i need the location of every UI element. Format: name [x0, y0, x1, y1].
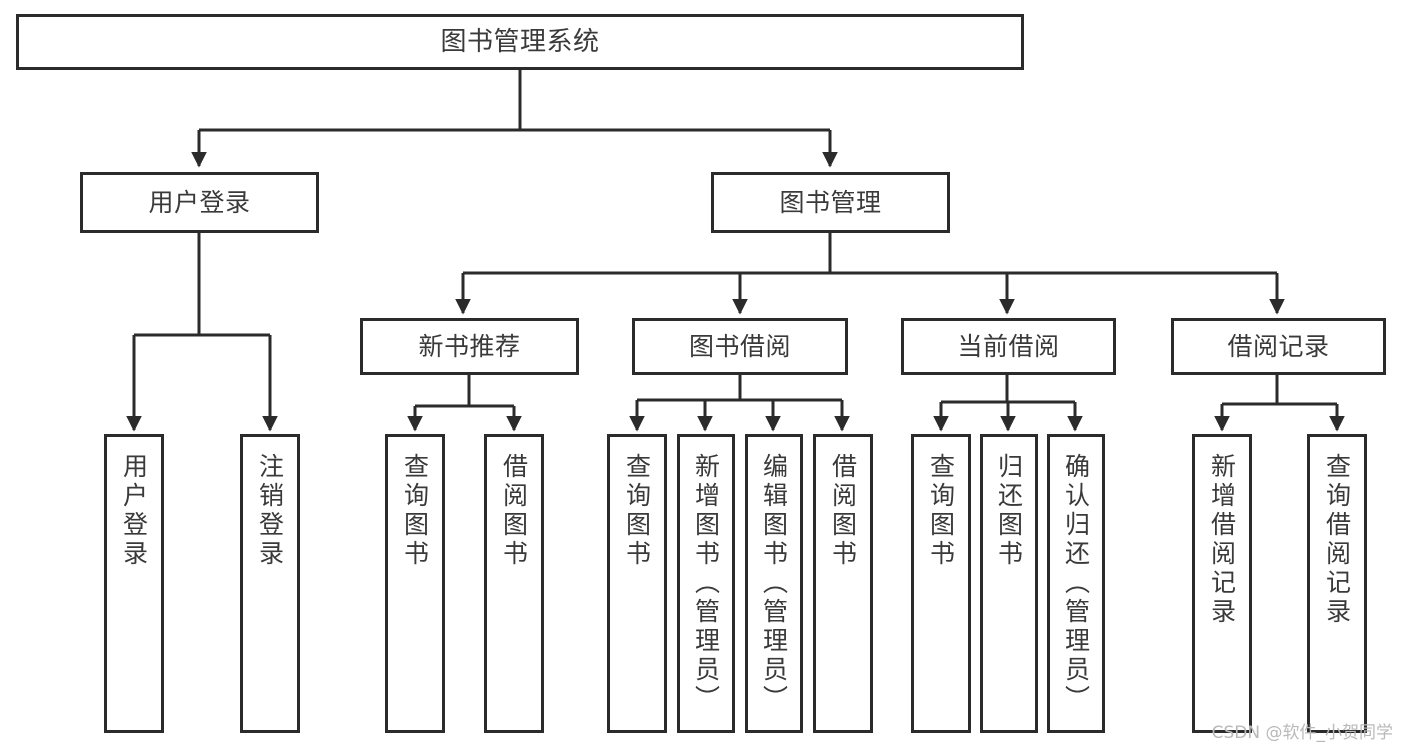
- node-label: 借阅图书: [828, 453, 858, 569]
- leaf-current-borrow-confirm-return-admin[interactable]: 确认归还（管理员）: [1047, 434, 1105, 733]
- node-borrow-record[interactable]: 借阅记录: [1171, 318, 1386, 375]
- node-current-borrow[interactable]: 当前借阅: [901, 318, 1116, 375]
- leaf-book-borrow-query-book[interactable]: 查询图书: [607, 434, 667, 733]
- node-book-management[interactable]: 图书管理: [711, 172, 950, 233]
- node-label: 查询借阅记录: [1322, 453, 1352, 627]
- node-label: 借阅记录: [1227, 332, 1330, 361]
- leaf-borrow-record-add-record[interactable]: 新增借阅记录: [1192, 434, 1252, 733]
- node-label: 图书管理: [779, 188, 882, 217]
- node-label: 查询图书: [926, 453, 956, 569]
- node-label: 新增借阅记录: [1207, 453, 1237, 627]
- node-label: 编辑图书（管理员）: [759, 453, 789, 714]
- node-label: 新增图书（管理员）: [691, 453, 721, 714]
- leaf-borrow-record-query-record[interactable]: 查询借阅记录: [1307, 434, 1367, 733]
- node-label: 注销登录: [255, 453, 285, 569]
- leaf-book-borrow-edit-book-admin[interactable]: 编辑图书（管理员）: [745, 434, 803, 733]
- node-label: 查询图书: [622, 453, 652, 569]
- node-label: 借阅图书: [499, 453, 529, 569]
- node-book-borrow[interactable]: 图书借阅: [632, 318, 848, 375]
- node-label: 图书管理系统: [440, 27, 600, 57]
- leaf-book-borrow-borrow-book[interactable]: 借阅图书: [813, 434, 873, 733]
- leaf-new-book-borrow-book[interactable]: 借阅图书: [484, 434, 544, 733]
- leaf-user-login-logout[interactable]: 注销登录: [240, 434, 300, 733]
- leaf-current-borrow-return-book[interactable]: 归还图书: [980, 434, 1038, 733]
- node-label: 确认归还（管理员）: [1061, 453, 1091, 714]
- node-new-book-recommend[interactable]: 新书推荐: [360, 318, 579, 375]
- leaf-new-book-query-book[interactable]: 查询图书: [385, 434, 445, 733]
- node-label: 归还图书: [994, 453, 1024, 569]
- node-label: 用户登录: [119, 453, 149, 569]
- node-label: 当前借阅: [957, 332, 1060, 361]
- node-label: 新书推荐: [418, 332, 521, 361]
- csdn-watermark: CSDN @软件_小贺同学: [1211, 723, 1393, 743]
- node-label: 图书借阅: [688, 332, 791, 361]
- leaf-book-borrow-add-book-admin[interactable]: 新增图书（管理员）: [677, 434, 735, 733]
- node-label: 查询图书: [400, 453, 430, 569]
- leaf-current-borrow-query-book[interactable]: 查询图书: [911, 434, 971, 733]
- node-root-book-management-system[interactable]: 图书管理系统: [16, 14, 1024, 70]
- node-user-login[interactable]: 用户登录: [80, 172, 319, 233]
- leaf-user-login-login[interactable]: 用户登录: [104, 434, 164, 733]
- node-label: 用户登录: [148, 188, 251, 217]
